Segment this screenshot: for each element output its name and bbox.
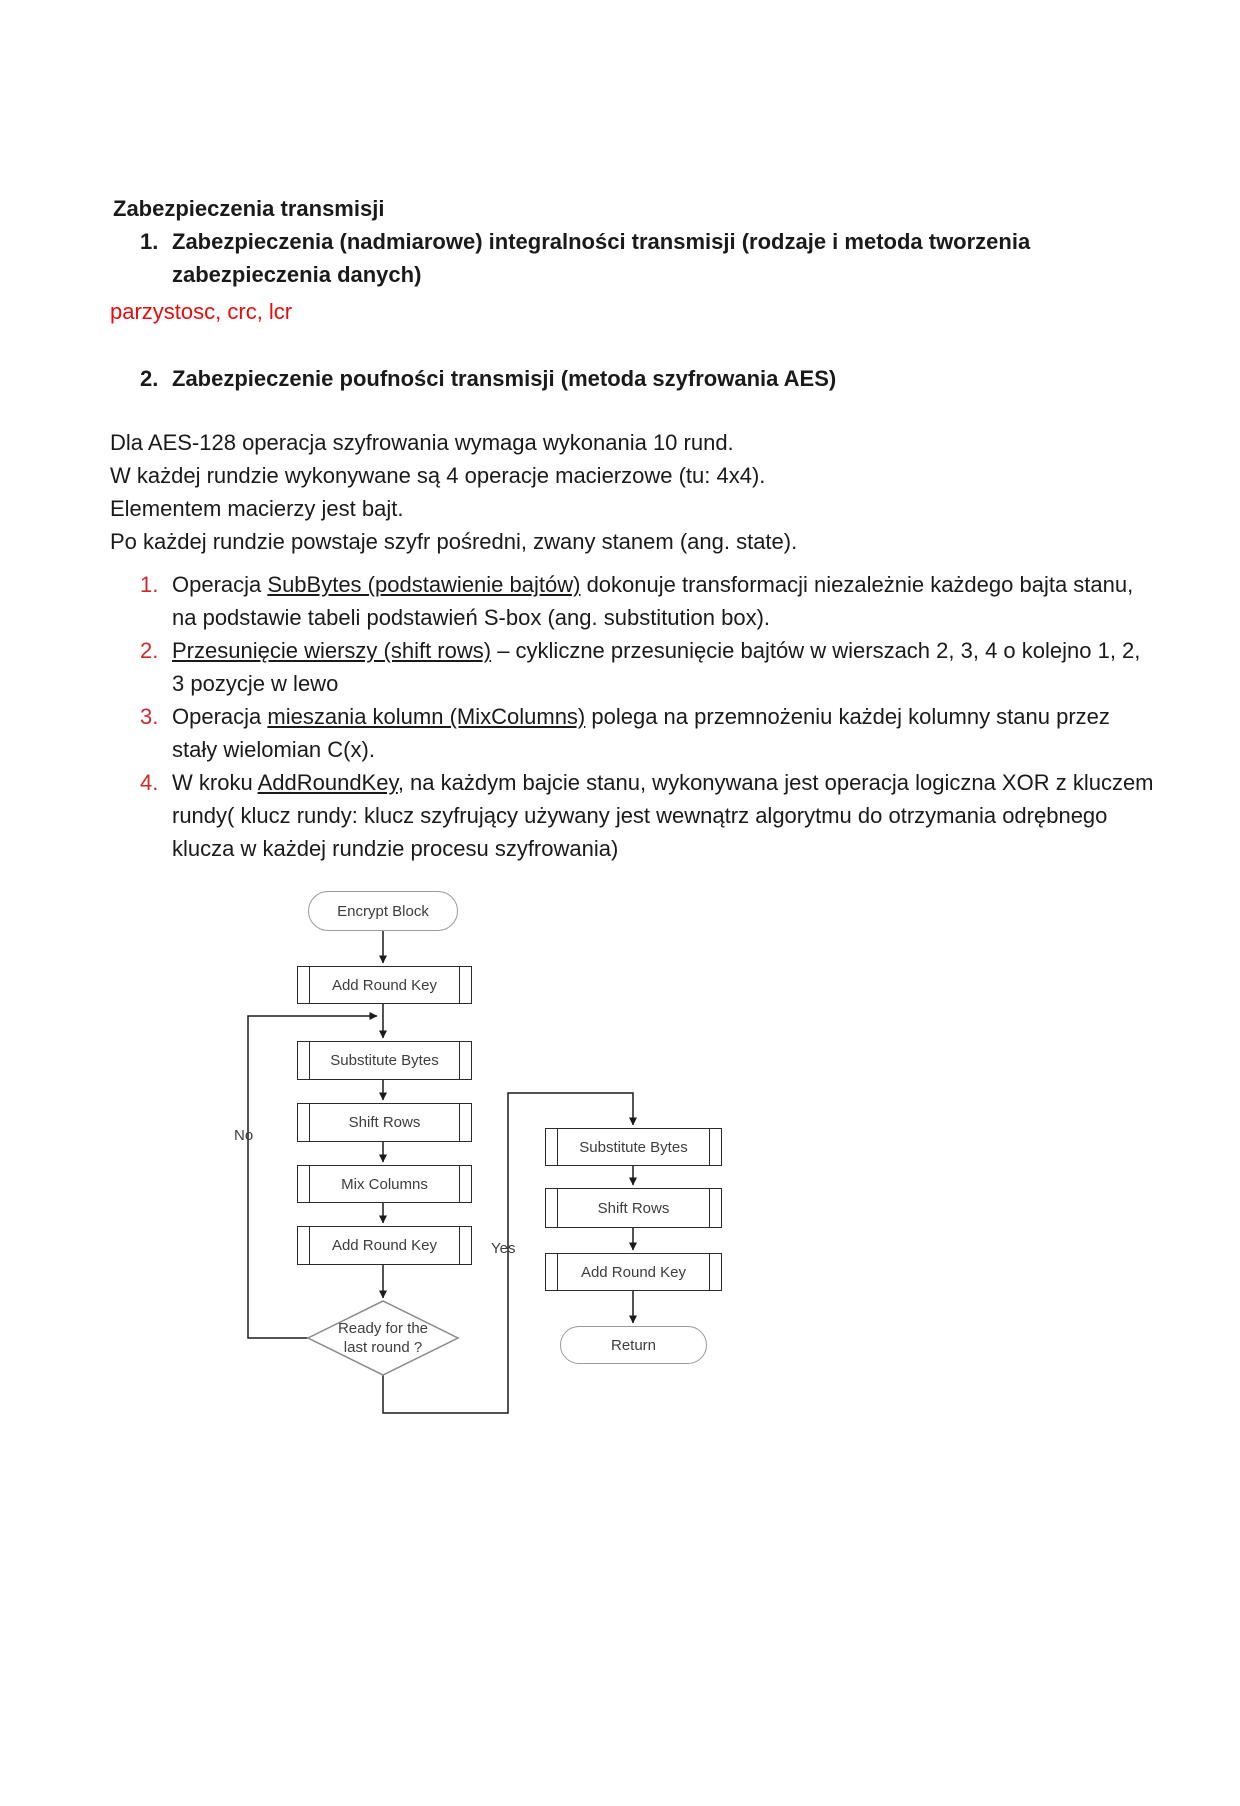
- step-text-plain: , na każdym bajcie stanu, wykonywana jes…: [172, 770, 1154, 861]
- list-item-number: 4.: [140, 770, 159, 795]
- predefined-process-bar: [309, 1166, 310, 1202]
- numbered-heading-1: 1. Zabezpieczenia (nadmiarowe) integraln…: [110, 225, 1155, 291]
- connector-no-loop: [247, 1012, 378, 1339]
- list-item: 3. Operacja mieszania kolumn (MixColumns…: [110, 700, 1155, 766]
- step-text-plain: Operacja: [172, 704, 268, 729]
- list-item-text: Operacja SubBytes (podstawienie bajtów) …: [172, 572, 1133, 630]
- flowchart-end-node: Return: [560, 1326, 707, 1364]
- list-item-number: 3.: [140, 704, 159, 729]
- flowchart-node-add-round-key-2: Add Round Key: [297, 1226, 472, 1265]
- list-item-text: Operacja mieszania kolumn (MixColumns) p…: [172, 704, 1110, 762]
- predefined-process-bar: [459, 1166, 460, 1202]
- connector-yes-branch: [382, 1092, 637, 1414]
- heading-number: 2.: [140, 366, 159, 391]
- node-label: Shift Rows: [348, 1114, 421, 1131]
- node-label: Encrypt Block: [337, 902, 429, 920]
- list-item-number: 2.: [140, 638, 159, 663]
- numbered-heading-2: 2. Zabezpieczenie poufności transmisji (…: [110, 362, 1155, 395]
- flowchart-node-add-round-key-1: Add Round Key: [297, 966, 472, 1004]
- heading-number: 1.: [140, 229, 159, 254]
- flowchart-start-node: Encrypt Block: [308, 891, 458, 931]
- heading-text: Zabezpieczenie poufności transmisji (met…: [172, 366, 837, 391]
- step-text-underlined: Przesunięcie wierszy (shift rows): [172, 638, 492, 663]
- document-body: Zabezpieczenia transmisji 1. Zabezpiecze…: [110, 192, 1155, 865]
- predefined-process-bar: [709, 1189, 710, 1227]
- page-title: Zabezpieczenia transmisji: [113, 196, 385, 221]
- node-label: Mix Columns: [341, 1175, 428, 1193]
- list-item-text: W kroku AddRoundKey, na każdym bajcie st…: [172, 770, 1154, 861]
- step-text-plain: polega na przemnożeniu każdej kolumny st…: [172, 704, 1110, 762]
- predefined-process-bar: [557, 1189, 558, 1227]
- step-text-plain: Operacja: [172, 572, 268, 597]
- step-text-plain: – cykliczne przesunięcie bajtów w wiersz…: [172, 638, 1141, 696]
- step-text-plain: W kroku: [172, 770, 258, 795]
- red-annotation: parzystosc, crc, lcr: [110, 299, 293, 324]
- paragraph-line: Po każdej rundzie powstaje szyfr pośredn…: [110, 529, 798, 554]
- aes-steps-list: 1. Operacja SubBytes (podstawienie bajtó…: [110, 568, 1155, 865]
- paragraph-line: W każdej rundzie wykonywane są 4 operacj…: [110, 463, 766, 488]
- predefined-process-bar: [459, 967, 460, 1003]
- predefined-process-bar: [309, 1227, 310, 1264]
- step-text-plain: dokonuje transformacji niezależnie każde…: [172, 572, 1134, 630]
- predefined-process-bar: [309, 1042, 310, 1079]
- decision-label-line: Ready for the: [337, 1320, 429, 1337]
- step-text-underlined: AddRoundKey: [257, 770, 398, 795]
- decision-label-line: last round ?: [343, 1339, 423, 1356]
- list-item: 1. Operacja SubBytes (podstawienie bajtó…: [110, 568, 1155, 634]
- heading-text: Zabezpieczenia (nadmiarowe) integralnośc…: [172, 229, 1031, 287]
- list-item-text: Przesunięcie wierszy (shift rows) – cykl…: [172, 638, 1140, 696]
- predefined-process-bar: [309, 1104, 310, 1141]
- predefined-process-bar: [459, 1042, 460, 1079]
- predefined-process-bar: [309, 967, 310, 1003]
- flowchart-node-substitute-bytes-final: Substitute Bytes: [545, 1128, 722, 1166]
- paragraph-line: Elementem macierzy jest bajt.: [110, 496, 404, 521]
- predefined-process-bar: [709, 1254, 710, 1290]
- node-label: Substitute Bytes: [579, 1138, 688, 1156]
- node-label: Return: [610, 1336, 657, 1354]
- predefined-process-bar: [709, 1129, 710, 1165]
- predefined-process-bar: [557, 1254, 558, 1290]
- paragraph-line: Dla AES-128 operacja szyfrowania wymaga …: [110, 430, 734, 455]
- list-item: 4. W kroku AddRoundKey, na każdym bajcie…: [110, 766, 1155, 865]
- flowchart-node-shift-rows-final: Shift Rows: [545, 1188, 722, 1228]
- flowchart-node-shift-rows-1: Shift Rows: [297, 1103, 472, 1142]
- decision-diamond: [306, 1300, 460, 1376]
- flowchart-node-mix-columns: Mix Columns: [297, 1165, 472, 1203]
- node-label: Add Round Key: [331, 976, 438, 994]
- no-branch-label: No: [234, 1127, 254, 1144]
- step-text-underlined: mieszania kolumn (MixColumns): [267, 704, 586, 729]
- predefined-process-bar: [459, 1104, 460, 1141]
- list-item: 2. Przesunięcie wierszy (shift rows) – c…: [110, 634, 1155, 700]
- node-label: Substitute Bytes: [330, 1052, 439, 1069]
- node-label: Add Round Key: [331, 1237, 438, 1254]
- yes-branch-label: Yes: [491, 1240, 516, 1257]
- node-label: Add Round Key: [580, 1263, 687, 1281]
- flowchart-node-add-round-key-final: Add Round Key: [545, 1253, 722, 1291]
- decision-label: Ready for the last round ?: [318, 1319, 448, 1357]
- predefined-process-bar: [459, 1227, 460, 1264]
- flowchart-node-substitute-bytes-1: Substitute Bytes: [297, 1041, 472, 1080]
- intro-paragraph: Dla AES-128 operacja szyfrowania wymaga …: [110, 426, 1155, 558]
- step-text-underlined: SubBytes (podstawienie bajtów): [267, 572, 581, 597]
- list-item-number: 1.: [140, 572, 159, 597]
- predefined-process-bar: [557, 1129, 558, 1165]
- node-label: Shift Rows: [597, 1199, 670, 1217]
